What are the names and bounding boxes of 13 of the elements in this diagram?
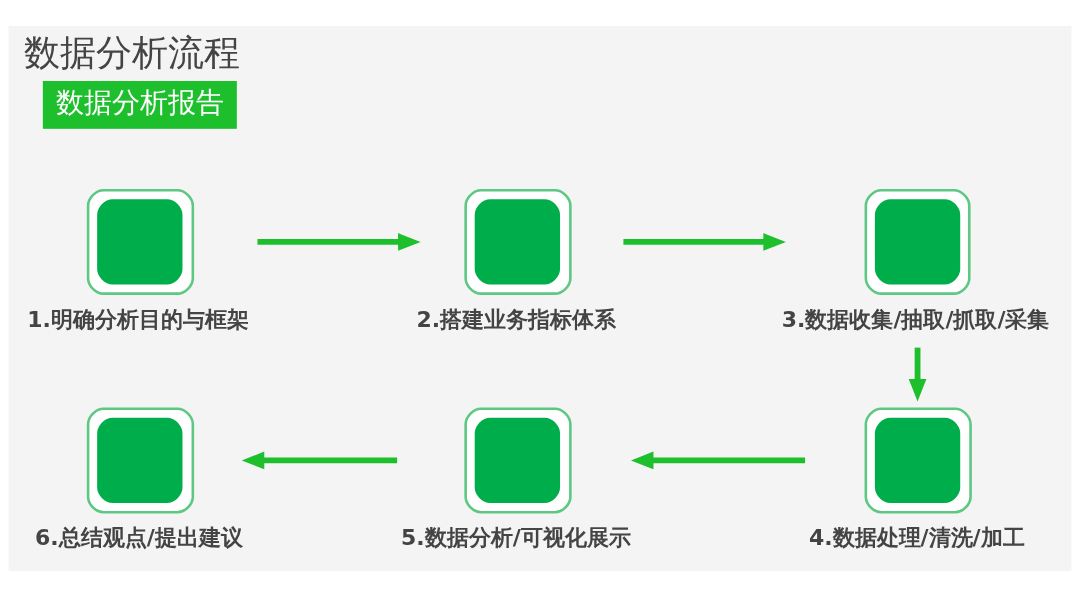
- diagram-title: 数据分析流程: [24, 31, 241, 75]
- node-label: 6.总结观点/提出建议: [35, 525, 243, 551]
- arrow: [257, 233, 421, 251]
- arrow: [623, 233, 786, 251]
- node-label: 2.搭建业务指标体系: [416, 306, 617, 332]
- node-label: 5.数据分析/可视化展示: [401, 525, 631, 551]
- node-box: 数据分析报告: [42, 80, 237, 129]
- arrow: [630, 451, 806, 470]
- node-label: 3.数据收集/抽取/抓取/采集: [781, 306, 1050, 332]
- node-label: 4.数据处理/清洗/加工: [808, 525, 1025, 551]
- arrow: [241, 451, 398, 470]
- node-label: 1.明确分析目的与框架: [27, 306, 249, 332]
- arrow: [908, 347, 927, 402]
